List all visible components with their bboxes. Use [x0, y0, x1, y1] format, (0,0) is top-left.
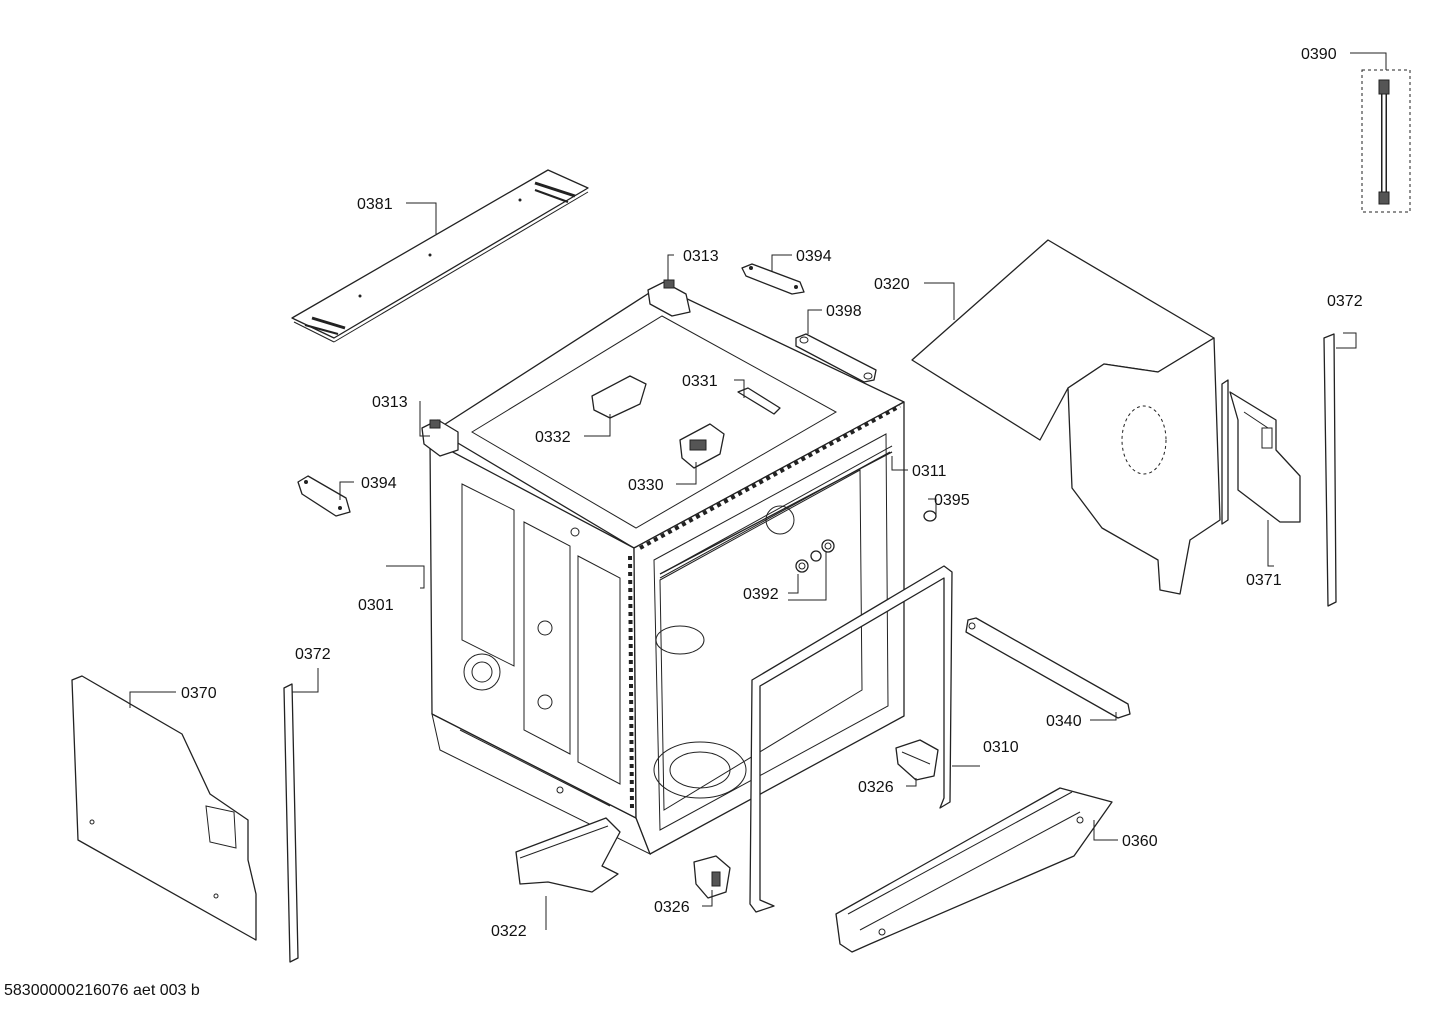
part-0322-base-trough	[515, 817, 621, 893]
callout-0392: 0392	[743, 586, 779, 603]
part-0331-clip	[737, 387, 781, 415]
callout-0371: 0371	[1246, 572, 1282, 589]
callout-0395: 0395	[934, 492, 970, 509]
part-0313-hinge-top	[647, 279, 691, 317]
callout-0372-left: 0372	[295, 646, 331, 663]
part-0360-kick-plate	[835, 787, 1113, 953]
callout-0394-top: 0394	[796, 248, 832, 265]
part-0370-side-panel	[71, 675, 257, 941]
callout-0326-left: 0326	[654, 899, 690, 916]
part-0398-gasket	[795, 333, 877, 383]
callout-0360: 0360	[1122, 833, 1158, 850]
callout-0370: 0370	[181, 685, 217, 702]
callout-0326-right: 0326	[858, 779, 894, 796]
part-0381-cover-strip	[291, 169, 589, 343]
part-0313-hinge-left	[421, 419, 459, 457]
part-0311-rail	[659, 451, 893, 575]
callout-0381: 0381	[357, 196, 393, 213]
part-0395-plug	[923, 510, 937, 522]
part-0340-rod	[965, 617, 1131, 719]
part-0372-trim-left	[283, 683, 299, 963]
callout-0313-top: 0313	[683, 248, 719, 265]
part-0330-bracket	[679, 423, 725, 469]
part-0310-door-frame	[749, 565, 953, 913]
callout-0340: 0340	[1046, 713, 1082, 730]
callout-0320: 0320	[874, 276, 910, 293]
part-0394-bracket-left	[297, 475, 351, 517]
part-0390-hose	[1361, 69, 1411, 213]
callout-0331: 0331	[682, 373, 718, 390]
callout-0313-left: 0313	[372, 394, 408, 411]
callout-0390: 0390	[1301, 46, 1337, 63]
part-0320-insulation	[911, 239, 1229, 595]
document-code: 58300000216076 aet 003 b	[4, 982, 200, 999]
callout-0372-right: 0372	[1327, 293, 1363, 310]
part-0371-side-bracket	[1229, 391, 1301, 523]
part-0301-tub-body	[429, 285, 905, 856]
callout-0398: 0398	[826, 303, 862, 320]
callout-0311: 0311	[912, 463, 947, 480]
leader-lines	[129, 52, 1387, 930]
part-0372-trim-right	[1323, 333, 1337, 607]
part-0326-clip-left	[693, 855, 731, 899]
callout-0394-left: 0394	[361, 475, 397, 492]
part-0332-bracket	[591, 375, 647, 419]
part-0394-bracket-top	[741, 263, 805, 295]
callout-0301: 0301	[358, 597, 394, 614]
callout-0330: 0330	[628, 477, 664, 494]
callout-0310: 0310	[983, 739, 1019, 756]
part-0392-nuts	[795, 539, 835, 573]
callout-0332: 0332	[535, 429, 571, 446]
part-0326-clip-right	[895, 739, 939, 781]
callout-0322: 0322	[491, 923, 527, 940]
